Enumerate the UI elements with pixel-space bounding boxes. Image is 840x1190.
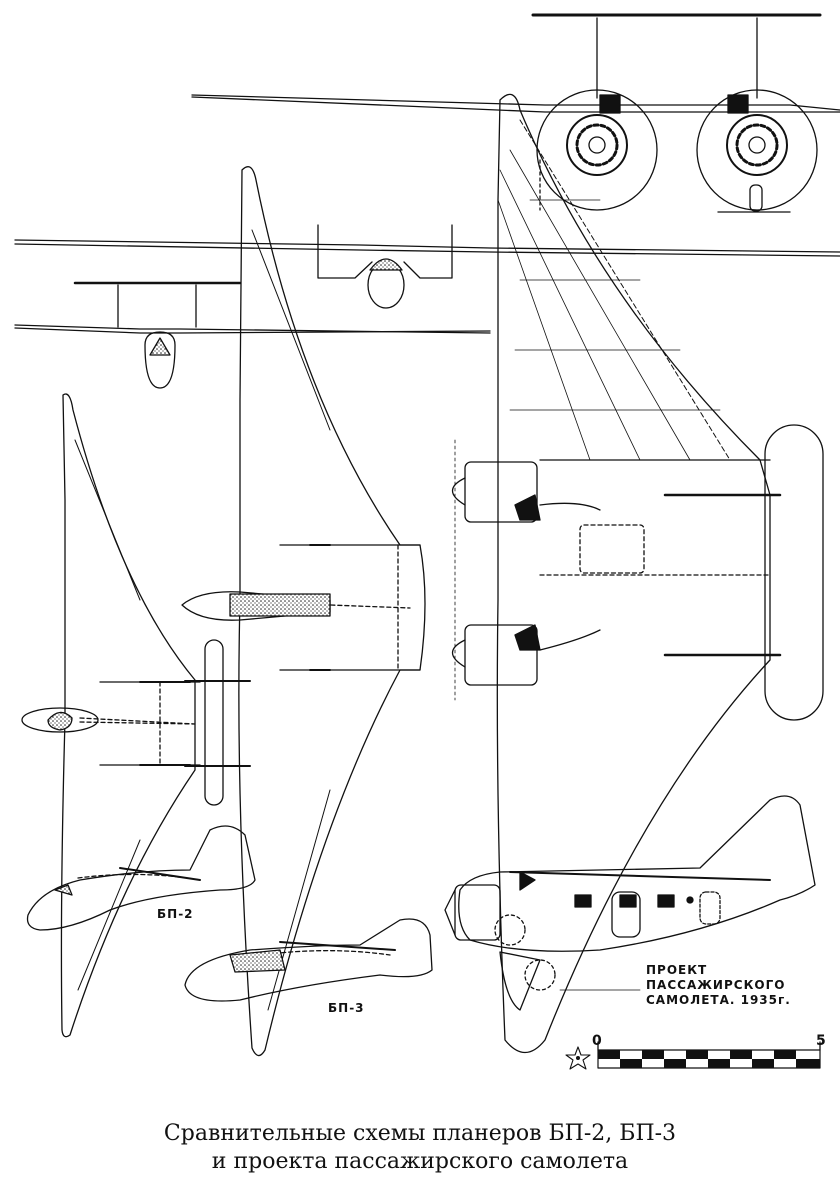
bp3-plan-view [181, 166, 426, 1057]
bp2-side-view [26, 825, 256, 931]
project-label-line2: ПАССАЖИРСКОГО [646, 978, 786, 992]
project-label-line3: САМОЛЕТА. 1935г. [646, 993, 791, 1007]
caption-line2: и проекта пассажирского самолета [211, 1149, 629, 1174]
passenger-front-view [191, 13, 840, 213]
bp2-front-view [14, 281, 491, 389]
scale-end-label: 5 [816, 1033, 826, 1049]
figure-caption: Сравнительные схемы планеров БП-2, БП-3 … [0, 1120, 840, 1176]
passenger-side-view [444, 795, 816, 1011]
bp3-side-view [184, 918, 433, 1002]
project-label-line1: ПРОЕКТ [646, 963, 708, 977]
project-label: ПРОЕКТ ПАССАЖИРСКОГО САМОЛЕТА. 1935г. [646, 963, 791, 1008]
bp2-plan-view [21, 393, 251, 1038]
bp3-front-view [14, 224, 840, 309]
scale-bar [597, 1041, 821, 1069]
star-emblem-icon [565, 1046, 591, 1070]
scale-start-label: 0 [592, 1033, 602, 1049]
caption-line1: Сравнительные схемы планеров БП-2, БП-3 [163, 1121, 677, 1146]
bp3-label: БП-3 [328, 1001, 365, 1015]
passenger-plan-view [451, 93, 824, 1054]
bp2-label: БП-2 [157, 907, 194, 921]
